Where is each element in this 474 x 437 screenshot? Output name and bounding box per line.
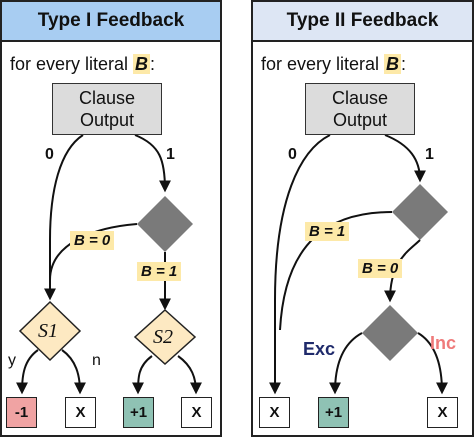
type-1-title: Type I Feedback: [37, 10, 185, 31]
p1-output-minus-1: -1: [6, 397, 37, 428]
p2-output-plus-1: +1: [318, 397, 349, 428]
s1-no-wire: [61, 349, 86, 395]
literal-b-highlight: B: [384, 54, 402, 74]
p1-branch-0-label: 0: [45, 146, 54, 163]
p1-branch-0-wire: [44, 134, 84, 301]
s1-yes-wire: [16, 349, 39, 395]
p2-branch-1-label: 1: [425, 146, 434, 163]
type-1-subtitle: for every literal B:: [10, 54, 156, 74]
p2-inc-wire: [417, 332, 448, 395]
p2-branch-1-wire: [384, 134, 426, 183]
s2-diamond: [133, 308, 197, 366]
p2-cond-b0: B = 0: [358, 259, 403, 278]
p1-branch-1-wire: [134, 134, 171, 193]
p2-output-x-2: X: [427, 397, 458, 428]
p2-cond-b1: B = 1: [305, 222, 350, 241]
p2-output-x-1: X: [259, 397, 290, 428]
s2-label: S2: [153, 326, 173, 348]
p1-cond-b1: B = 1: [137, 262, 182, 281]
s1-diamond: [18, 300, 82, 362]
p2-clause-output-node: Clause Output: [305, 83, 415, 135]
p1-output-x-1: X: [65, 397, 96, 428]
p2-decision-diamond-2: [362, 305, 418, 361]
p2-exc-label: Exc: [303, 339, 336, 359]
type-2-feedback-panel: Type II Feedback for every literal B:: [251, 0, 474, 437]
p1-output-plus-1: +1: [123, 397, 154, 428]
s2-yes-wire: [132, 355, 153, 395]
p1-output-x-2: X: [181, 397, 212, 428]
p1-branch-1-label: 1: [166, 146, 175, 163]
p2-exc-wire: [329, 332, 363, 395]
s2-no-wire: [177, 355, 202, 395]
p2-decision-diamond-1: [392, 184, 448, 240]
literal-b-highlight: B: [133, 54, 151, 74]
p2-inc-label: Inc: [430, 333, 457, 353]
type-2-header: Type II Feedback: [253, 2, 472, 42]
type-1-header: Type I Feedback: [2, 2, 220, 42]
s1-no-label: n: [92, 352, 101, 369]
p1-clause-output-node: Clause Output: [52, 83, 162, 135]
p2-b0-wire: [384, 239, 421, 303]
s1-yes-label: y: [8, 352, 16, 369]
type-2-title: Type II Feedback: [286, 10, 439, 31]
p2-branch-0-wire: [269, 134, 331, 395]
p1-cond-b0: B = 0: [70, 231, 115, 250]
p2-branch-0-label: 0: [288, 146, 297, 163]
type-2-subtitle: for every literal B:: [261, 54, 407, 74]
s1-label: S1: [38, 320, 58, 342]
p1-decision-diamond: [137, 196, 193, 252]
